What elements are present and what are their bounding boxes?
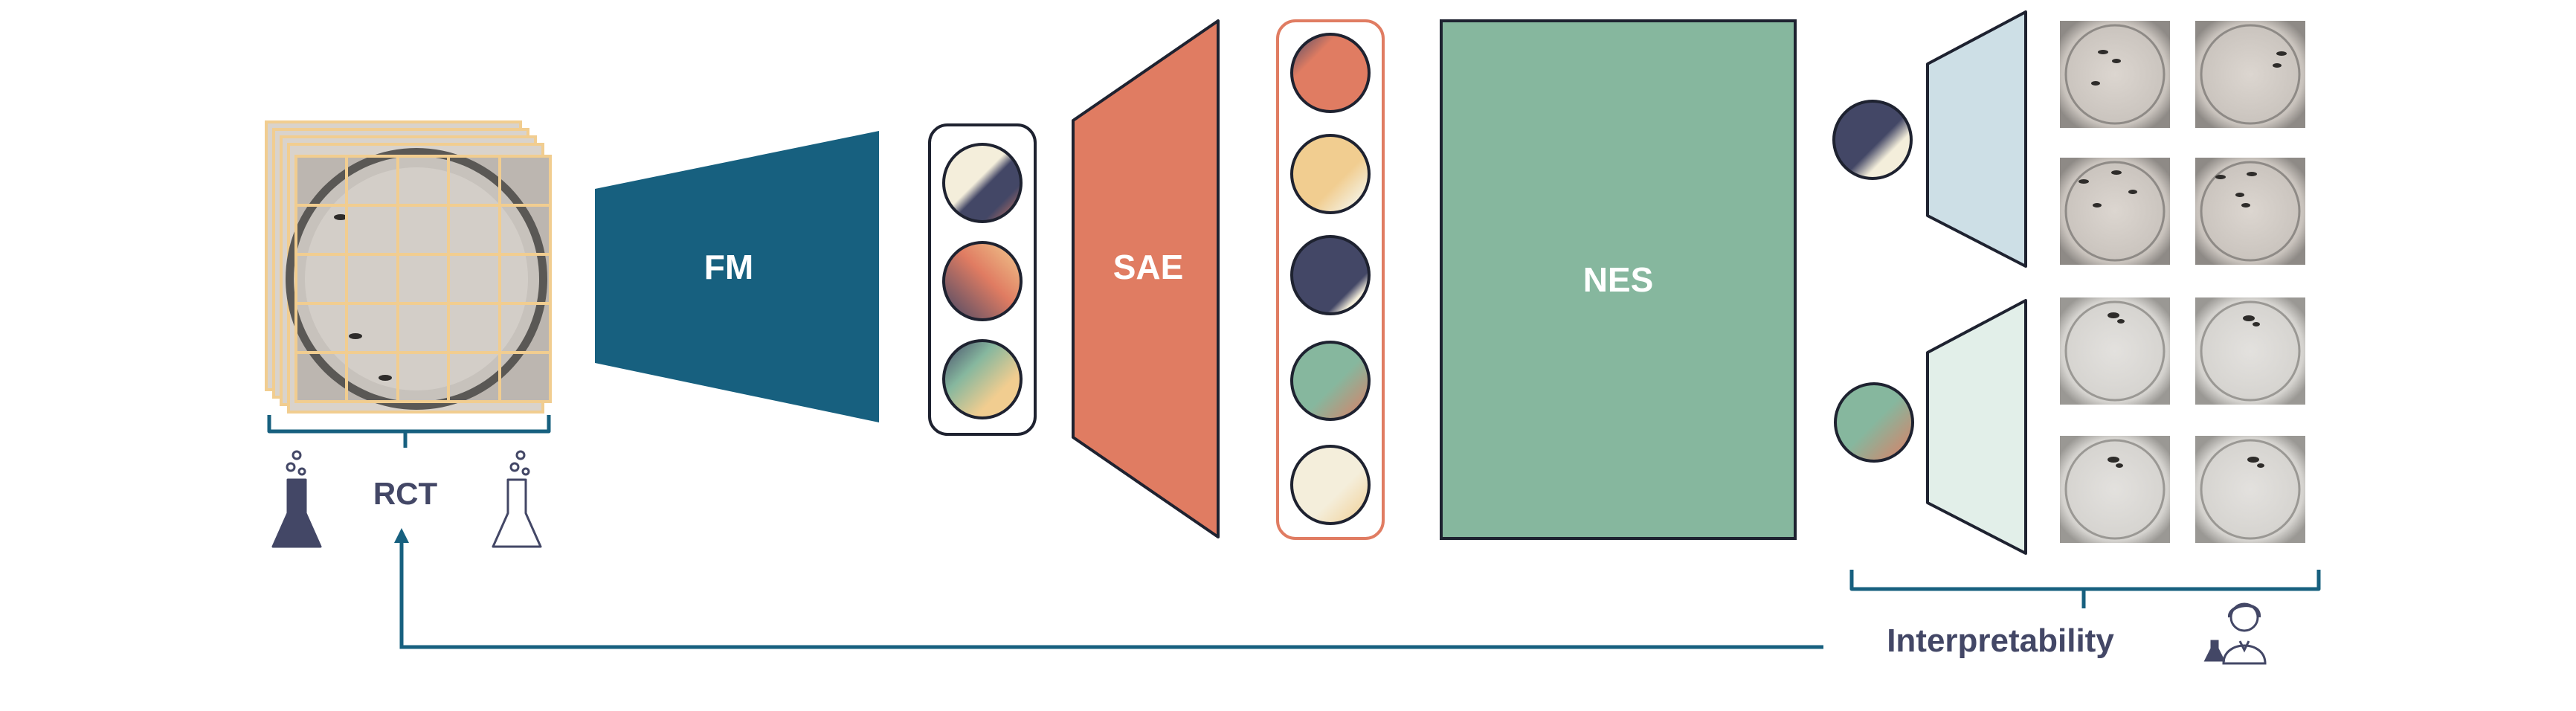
sparse-unit (1290, 134, 1371, 214)
decoder-bottom (1926, 299, 2027, 555)
sparse-unit (1290, 235, 1371, 315)
flask-outline-icon (492, 450, 542, 548)
feature-unit-top (1832, 100, 1913, 180)
sparse-unit (1290, 445, 1371, 525)
embedding-unit (942, 241, 1023, 321)
thumbnail (2060, 21, 2170, 128)
thumbnail (2195, 158, 2305, 265)
embedding-unit (942, 339, 1023, 419)
thumbnail (2060, 158, 2170, 265)
thumbnail (2060, 436, 2170, 543)
sparse-unit (1290, 341, 1371, 421)
feature-unit-bottom (1834, 382, 1914, 463)
scientist-icon (2203, 602, 2267, 665)
thumbnail (2195, 436, 2305, 543)
fm-label: FM (704, 248, 753, 286)
sae-block (1072, 19, 1220, 538)
example-images-bottom (2060, 297, 2305, 543)
embedding-unit (942, 143, 1023, 223)
input-image-stack (265, 120, 552, 414)
petri-dish-image (286, 148, 550, 410)
nes-block (1440, 19, 1797, 540)
interpretability-bracket (1849, 570, 2321, 608)
sae-label: SAE (1113, 248, 1184, 286)
decoder-top (1926, 10, 2027, 268)
feedback-arrow (394, 528, 1823, 649)
thumbnail (2195, 21, 2305, 128)
interpretability-label: Interpretability (1887, 622, 2114, 659)
thumbnail (2060, 297, 2170, 405)
sparse-unit (1290, 33, 1371, 113)
rct-label: RCT (373, 476, 438, 511)
example-images-top (2060, 21, 2305, 265)
flask-icon (271, 450, 322, 548)
nes-label: NES (1583, 260, 1654, 299)
sparse-features (1276, 19, 1385, 540)
rct-bracket (267, 415, 551, 448)
patch-grid (294, 155, 552, 403)
thumbnail (2195, 297, 2305, 405)
fm-encoder (595, 131, 879, 422)
dense-embedding (928, 123, 1037, 436)
